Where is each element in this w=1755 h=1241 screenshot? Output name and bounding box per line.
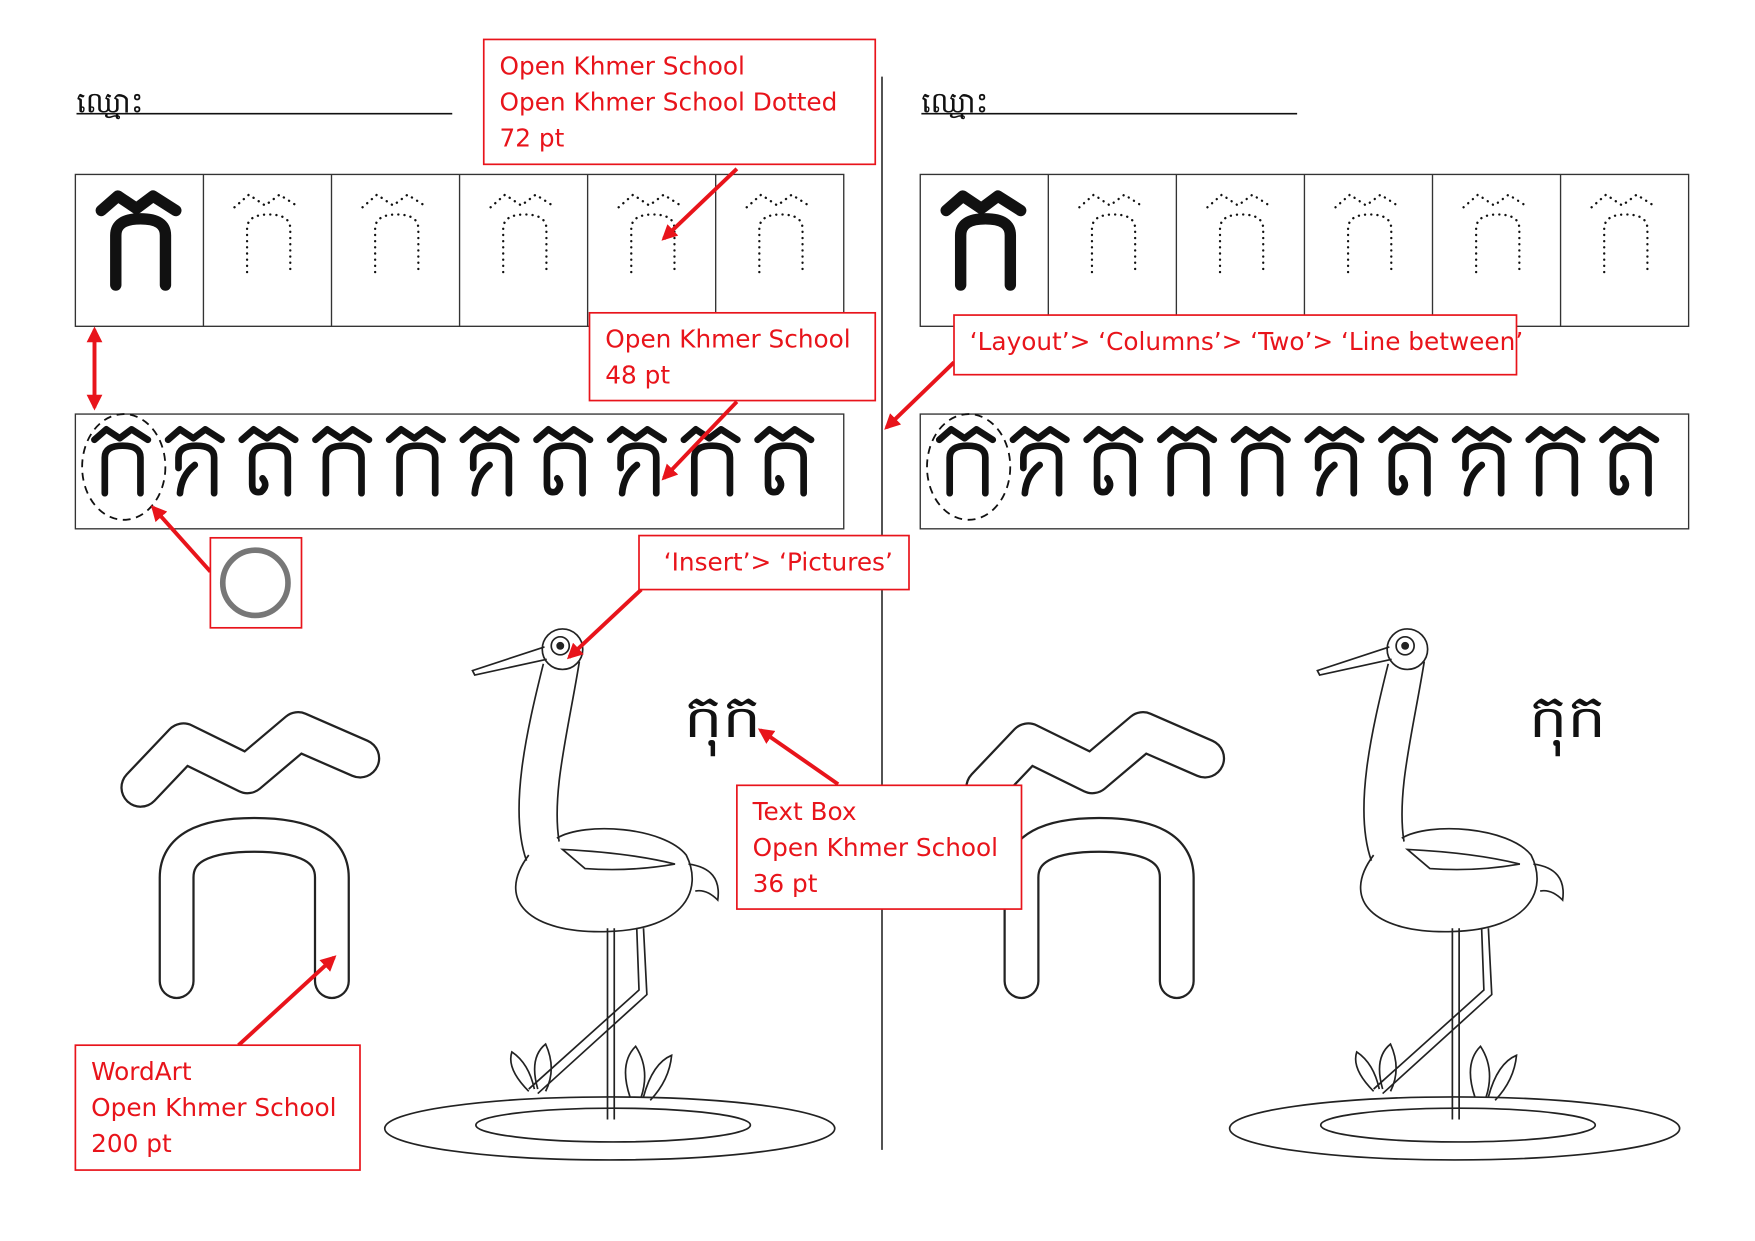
text-box-word[interactable]: កុក <box>1529 682 1606 757</box>
right-column: ឈ្មោះកកកកកកកគតកកគតគកតកកុក <box>919 86 1690 1161</box>
practice-letter-dotted: ក <box>1078 193 1146 274</box>
letter-row-box <box>74 413 845 530</box>
row-letter: ក <box>91 426 152 497</box>
practice-letter-dotted: ក <box>233 193 301 274</box>
row-letter: ត <box>533 426 594 497</box>
practice-letter-dotted: ក <box>1334 193 1402 274</box>
row-letter: គ <box>1009 426 1070 497</box>
svg-text:Open Khmer School: Open Khmer School <box>753 833 998 862</box>
left-column: ឈ្មោះកកកកកកកគតកកគតគកតកកុក <box>74 86 845 1161</box>
practice-letter-dotted: ក <box>745 193 813 274</box>
practice-letter-solid: ក <box>940 190 1027 291</box>
row-letter: ក <box>935 426 997 497</box>
annotation-arrow <box>237 955 337 1047</box>
row-letter: ក <box>1525 426 1586 497</box>
annotation-arrow <box>884 360 956 430</box>
svg-text:‘Insert’> ‘Pictures’: ‘Insert’> ‘Pictures’ <box>664 547 893 576</box>
row-letter: គ <box>164 426 225 497</box>
row-letter: គ <box>459 426 520 497</box>
row-letter: ក <box>312 426 373 497</box>
annotation-text-box: Text Box Open Khmer School 36 pt <box>736 784 1023 910</box>
svg-text:Text Box: Text Box <box>752 797 857 826</box>
svg-text:‘Layout’> ‘Columns’> ‘Two’> ‘L: ‘Layout’> ‘Columns’> ‘Two’> ‘Line betwee… <box>970 327 1523 356</box>
row-letter: ក <box>1157 426 1218 497</box>
annotation-font-48: Open Khmer School 48 pt <box>588 311 877 402</box>
annotation-arrow <box>566 588 643 660</box>
row-letter: ត <box>754 426 815 497</box>
practice-letter-dotted: ក <box>361 193 429 274</box>
practice-letter-dotted: ក <box>1206 193 1274 274</box>
row-letter: គ <box>606 426 668 497</box>
svg-text:Open Khmer School Dotted: Open Khmer School Dotted <box>500 87 838 116</box>
annotation-arrow <box>661 400 739 481</box>
wordart-letter[interactable]: ក <box>141 731 360 981</box>
row-letter: ត <box>1378 426 1439 497</box>
svg-text:WordArt: WordArt <box>91 1057 192 1086</box>
row-letter: ត <box>238 426 299 497</box>
row-letter: ក <box>1230 426 1291 497</box>
svg-text:Open Khmer School: Open Khmer School <box>605 325 850 354</box>
text-box-word[interactable]: កុក <box>684 682 761 757</box>
annotation-arrow <box>150 505 212 573</box>
annotation-arrow <box>757 728 840 786</box>
svg-text:48 pt: 48 pt <box>605 361 670 390</box>
heron-picture[interactable] <box>1228 628 1681 1161</box>
circle-shape-icon <box>219 547 291 619</box>
annotation-wordart: WordArt Open Khmer School 200 pt <box>74 1044 361 1171</box>
row-letter: គ <box>1304 426 1365 497</box>
row-letter: ត <box>1083 426 1144 497</box>
practice-letter-solid: ក <box>95 190 182 291</box>
row-letter: ត <box>1599 426 1660 497</box>
annotation-columns: ‘Layout’> ‘Columns’> ‘Two’> ‘Line betwee… <box>953 314 1523 376</box>
svg-text:36 pt: 36 pt <box>753 869 818 898</box>
practice-letter-dotted: ក <box>489 193 557 274</box>
row-letter: ក <box>385 426 446 497</box>
dashed-circle-highlight <box>926 413 1012 521</box>
svg-text:72 pt: 72 pt <box>500 123 565 152</box>
annotations: Open Khmer School Open Khmer School Dott… <box>74 38 1523 1171</box>
dashed-circle-highlight <box>81 413 167 521</box>
annotation-font-72: Open Khmer School Open Khmer School Dott… <box>482 38 877 166</box>
annotation-circle-shape <box>209 536 303 629</box>
annotation-arrow <box>661 167 739 241</box>
practice-letter-dotted: ក <box>1590 193 1658 274</box>
row-letter: គ <box>1451 426 1512 497</box>
svg-text:Open Khmer School: Open Khmer School <box>500 51 745 80</box>
svg-text:200 pt: 200 pt <box>91 1129 172 1158</box>
practice-letter-dotted: ក <box>1462 193 1530 274</box>
letter-row-box <box>919 413 1690 530</box>
annotation-pictures: ‘Insert’> ‘Pictures’ <box>638 534 910 591</box>
svg-text:Open Khmer School: Open Khmer School <box>91 1093 336 1122</box>
practice-letter-dotted: ក <box>617 193 685 274</box>
row-letter: ក <box>680 426 741 497</box>
